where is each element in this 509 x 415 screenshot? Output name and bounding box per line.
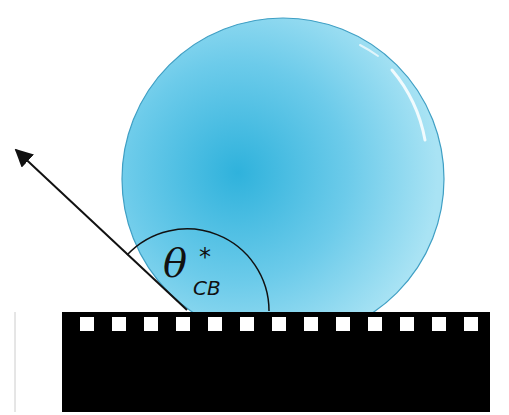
surface-notch: [432, 317, 446, 331]
surface-notch: [112, 317, 126, 331]
surface-notch: [304, 317, 318, 331]
edge-line: [15, 312, 16, 412]
surface-notch: [368, 317, 382, 331]
surface-notch: [208, 317, 222, 331]
surface-notch: [80, 317, 94, 331]
surface-notch: [176, 317, 190, 331]
surface-notch: [400, 317, 414, 331]
angle-arc: [127, 229, 269, 311]
textured-surface: [62, 312, 490, 412]
subscript-label: CB: [193, 278, 221, 298]
surface-notch: [144, 317, 158, 331]
droplet: [122, 18, 444, 312]
superscript-star: *: [199, 245, 211, 269]
surface-notch: [240, 317, 254, 331]
angle-symbol: θ: [163, 243, 187, 283]
surface-notch: [272, 317, 286, 331]
surface-notch: [336, 317, 350, 331]
tangent-arrow: [16, 150, 187, 310]
surface-notch: [464, 317, 478, 331]
